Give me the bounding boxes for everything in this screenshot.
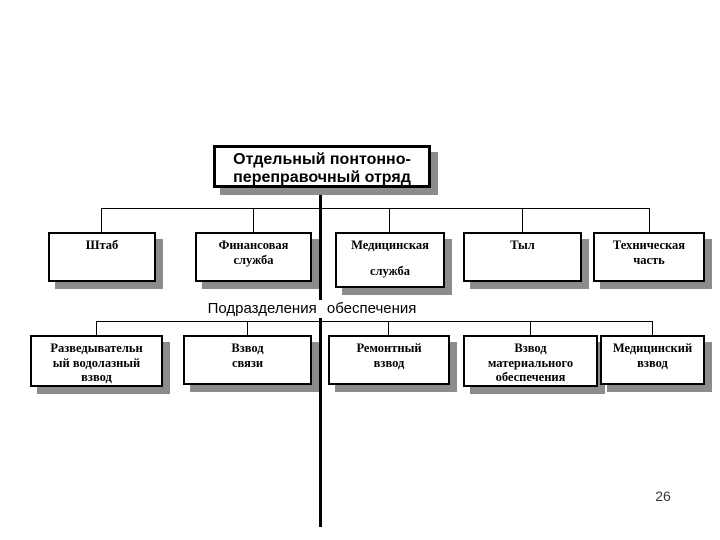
connector-drop-technical: [649, 208, 650, 232]
org-box-shtab: Штаб: [48, 232, 156, 282]
org-box-label-line: взвод: [81, 370, 112, 384]
section-heading: Подразделения обеспечения: [92, 300, 532, 318]
org-box-label-line: Финансовая: [218, 238, 289, 252]
connector-level1-horizontal: [101, 208, 650, 209]
org-box-label-line: служба: [233, 252, 274, 267]
connector-drop-finance: [253, 208, 254, 232]
org-box-label-line: Ремонтный: [356, 341, 422, 355]
org-box-label-line: Разведывательн: [50, 341, 143, 355]
org-box-label-line: часть: [633, 252, 665, 267]
org-box-medical-service: Медицинская служба: [335, 232, 445, 288]
org-box-label-line: Медицинская: [351, 238, 429, 252]
org-box-label-line: служба: [369, 263, 411, 278]
org-box-label-line: Отдельный понтонно-: [233, 151, 411, 168]
connector-drop-medical-platoon: [652, 321, 653, 335]
org-box-label-line: переправочный отряд: [233, 169, 411, 186]
connector-drop-repair: [388, 321, 389, 335]
org-box-medical-platoon: Медицинский взвод: [600, 335, 705, 385]
org-box-technical-part: Техническая часть: [593, 232, 705, 282]
connector-drop-rear: [522, 208, 523, 232]
org-box-label-line: Штаб: [85, 238, 119, 252]
org-box-label-line: Тыл: [510, 238, 535, 252]
org-box-label-line: Взвод: [514, 341, 547, 355]
org-box-signal-platoon: Взвод связи: [183, 335, 312, 385]
org-box-repair-platoon: Ремонтный взвод: [328, 335, 450, 385]
org-box-label-line: связи: [231, 355, 264, 370]
page-number: 26: [655, 488, 671, 504]
connector-trunk-vertical: [319, 186, 322, 527]
connector-drop-recon: [96, 321, 97, 335]
org-box-label-line: Техническая: [612, 238, 686, 252]
org-box-label-line: материального: [487, 355, 574, 370]
org-box-root: Отдельный понтонно- переправочный отряд: [213, 145, 431, 188]
connector-drop-material: [530, 321, 531, 335]
connector-drop-signal: [247, 321, 248, 335]
org-box-label-line: обеспечения: [495, 370, 566, 384]
org-box-recon-diver-platoon: Разведывательн ый водолазный взвод: [30, 335, 163, 387]
org-box-label-line: Медицинский: [612, 341, 693, 355]
org-box-material-support-platoon: Взвод материального обеспечения: [463, 335, 598, 387]
connector-drop-shtab: [101, 208, 102, 232]
org-box-label-line: взвод: [373, 355, 405, 370]
org-box-finance-service: Финансовая служба: [195, 232, 312, 282]
org-box-label-line: взвод: [637, 355, 668, 370]
org-box-label-line: ый водолазный: [52, 355, 141, 370]
org-box-label-line: Взвод: [231, 341, 264, 355]
connector-level2-horizontal: [96, 321, 653, 322]
org-box-rear: Тыл: [463, 232, 582, 282]
connector-drop-medical-service: [389, 208, 390, 232]
